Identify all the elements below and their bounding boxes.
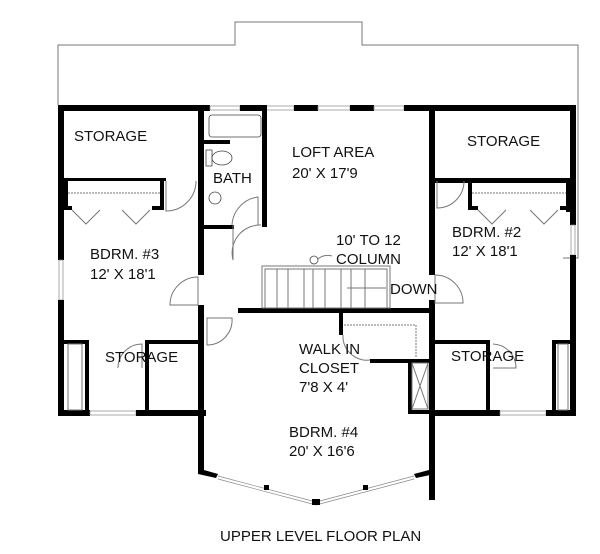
stair [261,254,391,309]
room-label-bath: BATH [213,170,252,187]
bay-windows [217,475,415,506]
closet-details [67,192,569,411]
doors [117,180,517,369]
room-size-bdrm2: 12' X 18'1 [452,243,518,260]
room-label-bdrm2: BDRM. #2 [452,224,521,241]
column-icon [309,255,319,265]
toilet-tank-icon [205,149,213,167]
room-size-bdrm4: 20' X 16'6 [289,443,355,460]
note-column: COLUMN [336,251,401,268]
room-size-closet: 7'8 X 4' [299,379,348,396]
note-stair-down: DOWN [390,281,438,298]
toilet-bowl-icon [211,150,233,166]
room-size-bdrm3: 12' X 18'1 [90,266,156,283]
room-label-closet-1: WALK IN [299,341,360,358]
interior-walls [58,105,576,500]
sink-icon [208,191,222,205]
room-label-bdrm3: BDRM. #3 [90,246,159,263]
room-label-storage-nw: STORAGE [74,128,147,145]
bath-fixtures [205,114,262,226]
plan-caption: UPPER LEVEL FLOOR PLAN [220,528,421,545]
room-label-closet-2: CLOSET [299,360,359,377]
room-label-storage-ne: STORAGE [467,133,540,150]
room-label-loft: LOFT AREA [292,144,374,161]
room-size-loft: 20' X 17'9 [292,165,358,182]
room-label-storage-se: STORAGE [451,348,524,365]
room-label-storage-sw: STORAGE [105,349,178,366]
roof-outline [57,21,579,259]
note-ceiling-height: 10' TO 12 [336,232,401,249]
bathtub-icon [208,114,262,138]
exterior-walls [58,105,576,416]
room-label-bdrm4: BDRM. #4 [289,424,358,441]
labels: STORAGE BATH LOFT AREA 20' X 17'9 STORAG… [74,128,540,545]
